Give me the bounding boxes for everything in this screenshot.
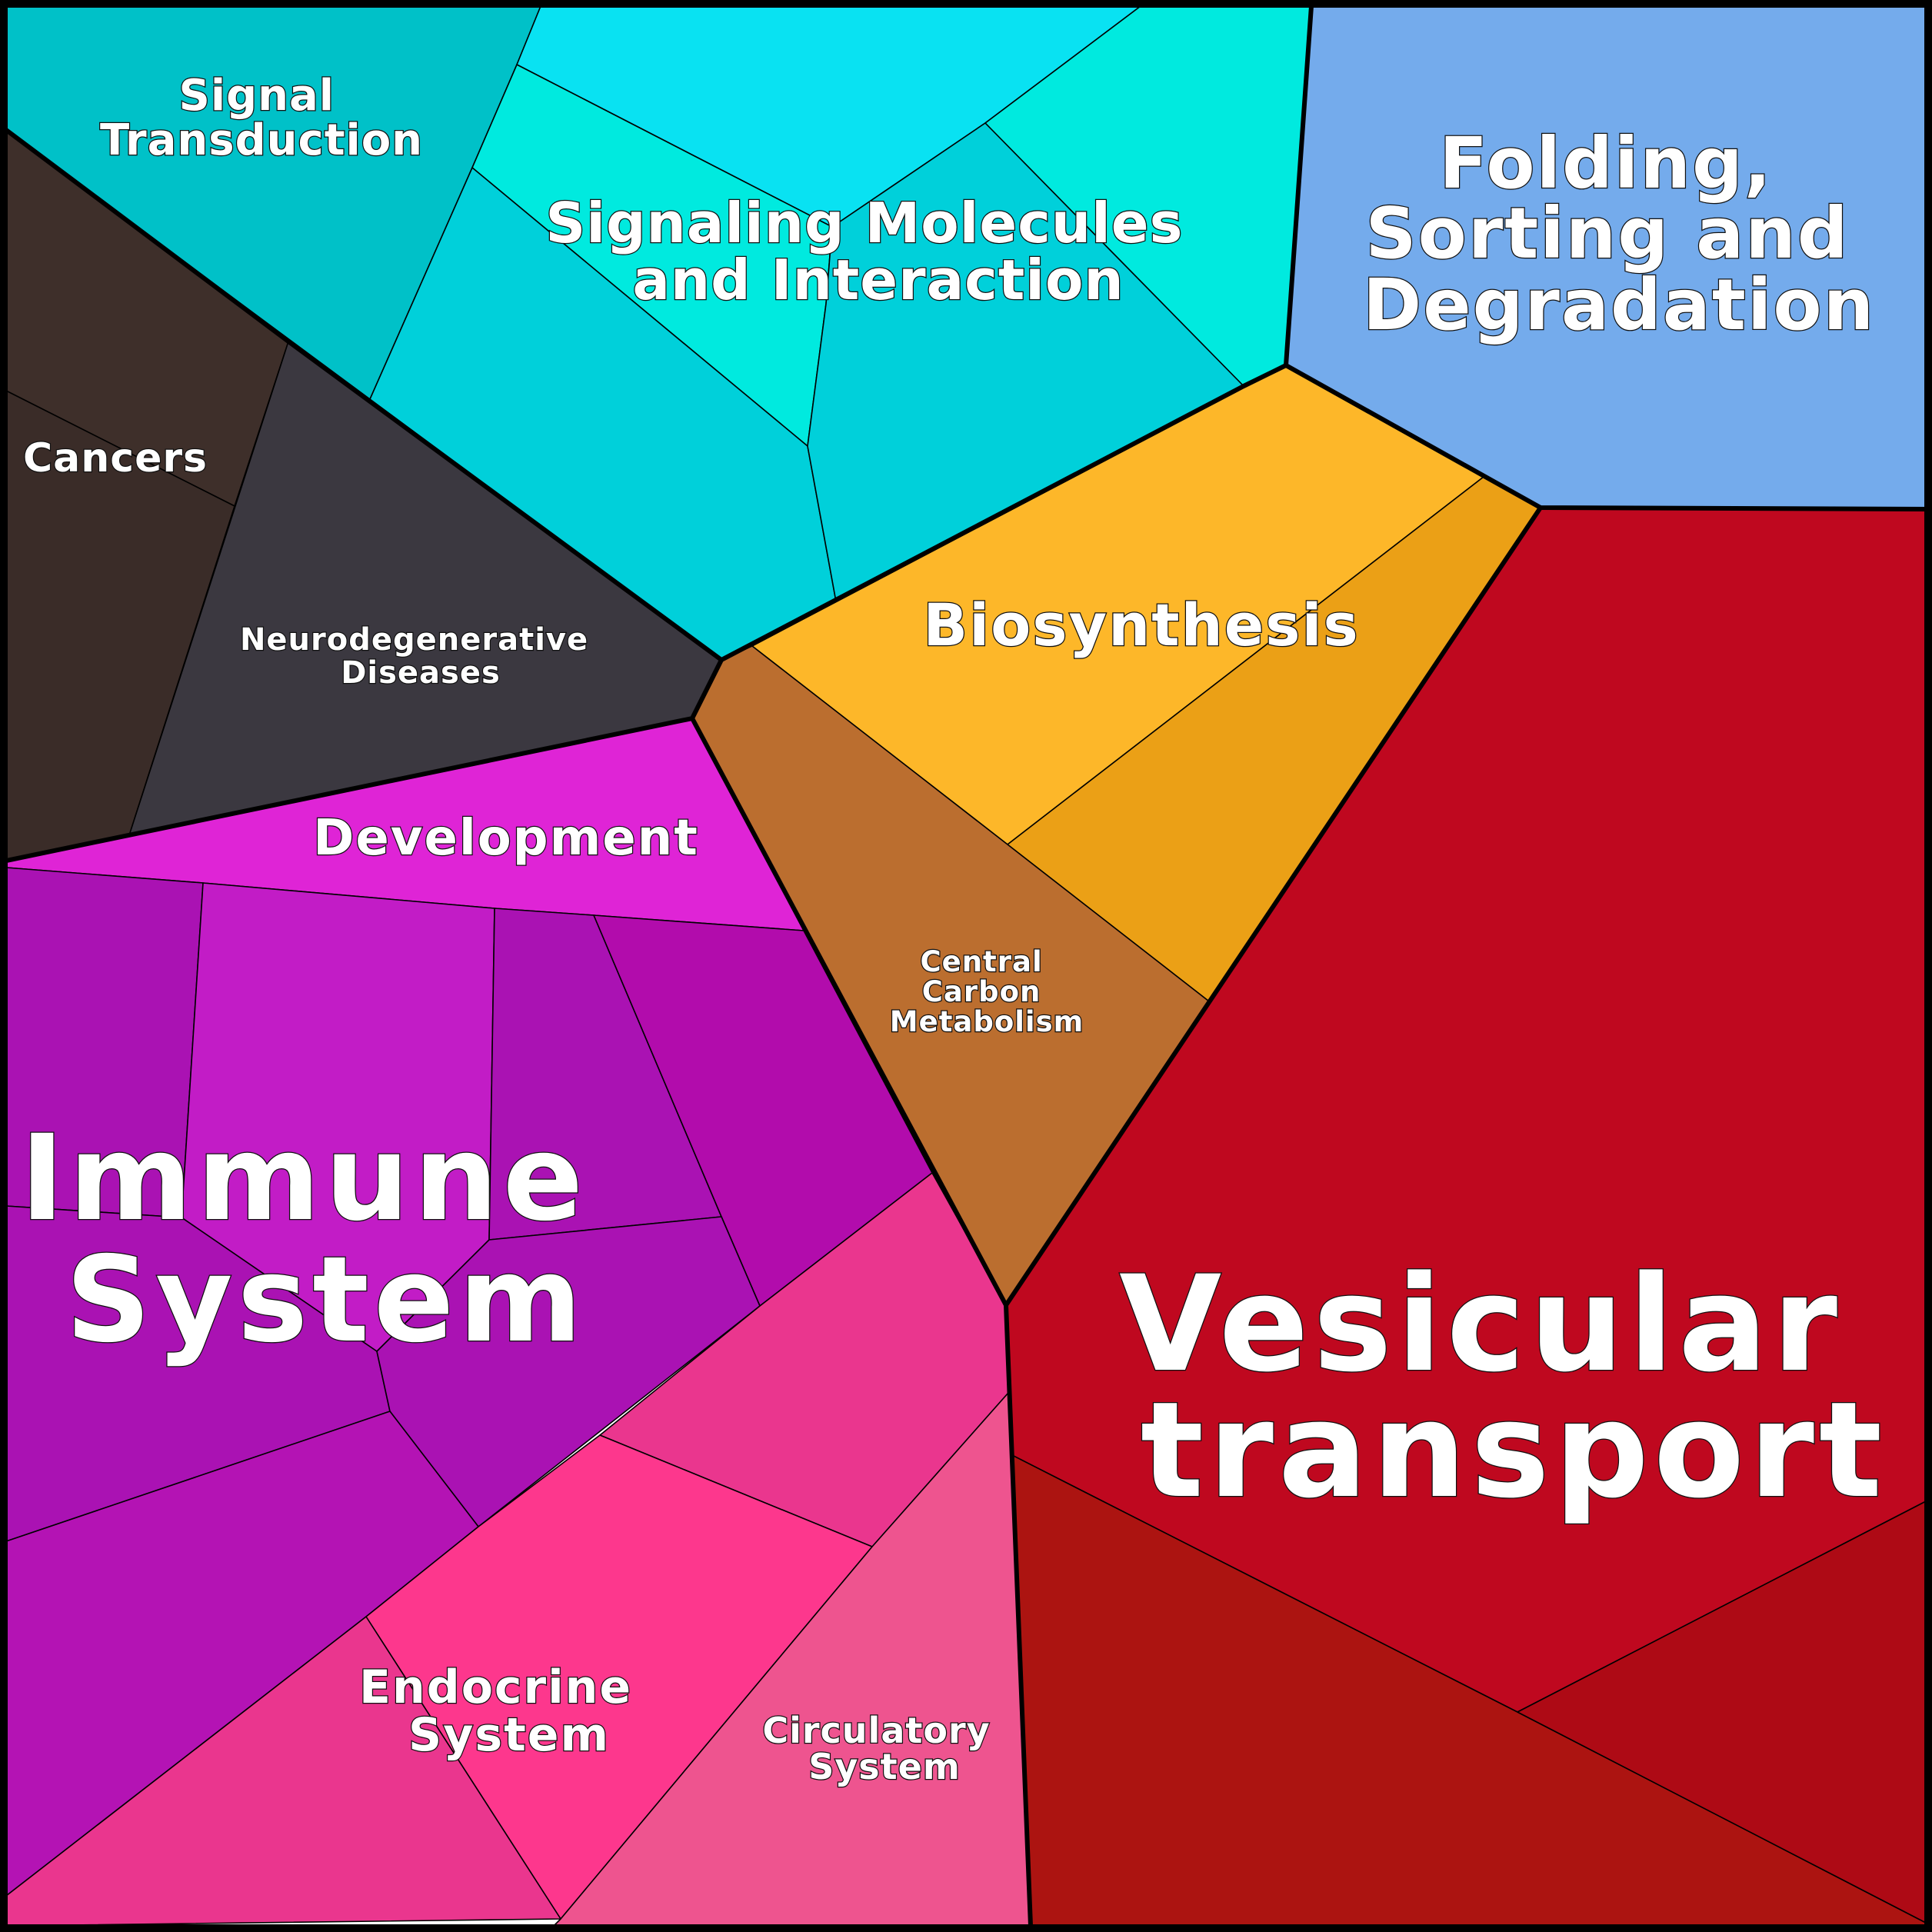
label-cancers: Cancers	[23, 435, 208, 481]
label-signal-transduction: Signal Transduction	[100, 71, 423, 165]
group-borders	[4, 4, 1928, 1928]
label-vesicular-transport: Vesicular transport	[1119, 1247, 1893, 1527]
label-biosynthesis: Biosynthesis	[923, 591, 1360, 659]
label-development: Development	[313, 810, 699, 867]
label-folding-sorting: Folding, Sorting and Degradation	[1363, 122, 1876, 346]
region-vesicular-transport[interactable]	[1005, 507, 1927, 1927]
region-immune-system[interactable]	[5, 867, 933, 1897]
label-endocrine-system: Endocrine System	[359, 1661, 650, 1762]
label-neurodegenerative: Neurodegenerative Diseases	[240, 622, 600, 691]
label-immune-system: Immune System	[20, 1110, 634, 1369]
region-endocrine-system[interactable]	[5, 1172, 1009, 1927]
region-signaling-molecules[interactable]	[369, 5, 1312, 661]
label-signaling-molecules: Signaling Molecules and Interaction	[545, 191, 1203, 312]
label-central-carbon: Central Carbon Metabolism	[890, 945, 1084, 1038]
label-circulatory-system: Circulatory System	[762, 1710, 1003, 1787]
